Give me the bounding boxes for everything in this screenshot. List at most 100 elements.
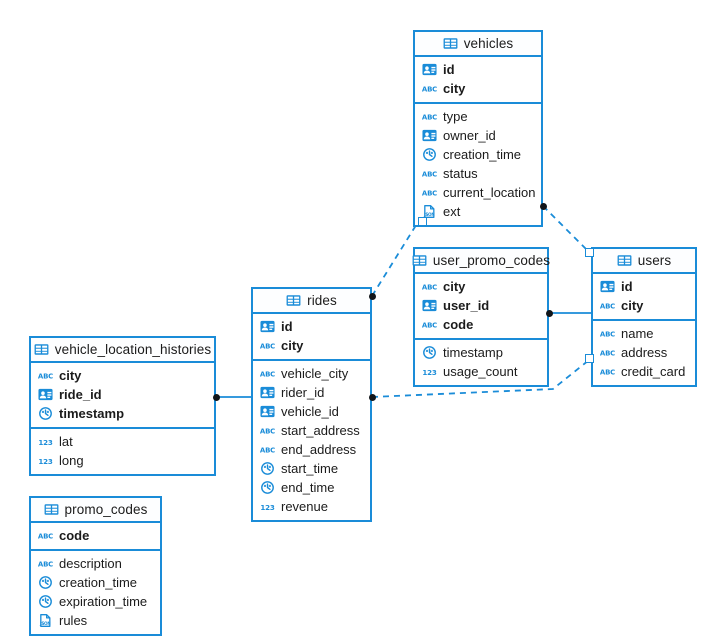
svg-text:ABC: ABC [260,428,275,436]
relationship-endpoint-dot-vehicles-to-users [539,202,547,210]
relationship-line-vehicles-to-users[interactable] [542,205,590,253]
svg-text:123: 123 [260,503,275,512]
field-label: id [443,62,455,77]
table-icon [443,38,458,49]
field-label: city [621,298,644,313]
column-row-end_time[interactable]: end_time [253,478,370,497]
column-row-creation_time[interactable]: creation_time [31,573,160,592]
column-row-owner_id[interactable]: owner_id [415,126,541,145]
field-label: end_address [281,442,357,457]
table-header-promo_codes[interactable]: promo_codes [31,498,160,523]
column-row-vehicle_id[interactable]: vehicle_id [253,402,370,421]
field-label: start_address [281,423,360,438]
table-header-vehicles[interactable]: vehicles [415,32,541,57]
primary-key-row-timestamp[interactable]: timestamp [31,404,214,423]
svg-text:ABC: ABC [600,303,615,311]
primary-key-row-city[interactable]: ABC city [415,79,541,98]
column-row-creation_time[interactable]: creation_time [415,145,541,164]
primary-key-row-city[interactable]: ABC city [593,296,695,315]
table-icon [617,255,632,266]
timestamp-field-icon [261,462,274,475]
string-field-icon: ABC [422,171,437,179]
field-label: description [59,556,122,571]
column-row-rider_id[interactable]: rider_id [253,383,370,402]
table-header-rides[interactable]: rides [253,289,370,314]
string-field-icon: ABC [260,428,275,436]
uuid-field-icon [422,129,437,142]
relationship-endpoint-square-rides-to-users [585,354,594,363]
svg-text:123: 123 [38,457,53,466]
field-label: current_location [443,185,536,200]
number-field-icon: 123 [38,457,53,466]
table-header-user_promo_codes[interactable]: user_promo_codes [412,249,551,274]
string-field-icon: ABC [260,447,275,455]
column-row-status[interactable]: ABC status [415,164,541,183]
primary-key-row-id[interactable]: id [415,60,541,79]
table-header-users[interactable]: users [593,249,695,274]
table-name: user_promo_codes [432,253,551,268]
field-label: timestamp [443,345,503,360]
field-label: timestamp [59,406,125,421]
string-field-icon: ABC [38,561,53,569]
field-label: rules [59,613,88,628]
uuid-field-icon [422,63,437,76]
relationship-endpoint-dot-rides-to-users [368,393,376,401]
primary-key-row-code[interactable]: ABC code [31,526,160,545]
primary-key-row-ride_id[interactable]: ride_id [31,385,214,404]
field-label: creation_time [443,147,522,162]
string-field-icon: ABC [422,284,437,292]
relationship-endpoint-dot-user-promo-codes-to-users [545,309,553,317]
svg-text:ABC: ABC [422,86,437,94]
field-label: creation_time [59,575,138,590]
primary-key-row-id[interactable]: id [253,317,370,336]
column-row-end_address[interactable]: ABC end_address [253,440,370,459]
field-label: status [443,166,478,181]
table-name: promo_codes [64,502,148,517]
svg-text:ABC: ABC [38,533,53,541]
column-row-description[interactable]: ABC description [31,554,160,573]
field-label: code [59,528,90,543]
field-label: city [443,81,466,96]
string-field-icon: ABC [600,369,615,377]
column-row-start_address[interactable]: ABC start_address [253,421,370,440]
primary-key-row-id[interactable]: id [593,277,695,296]
svg-text:ABC: ABC [600,369,615,377]
svg-text:ABC: ABC [422,171,437,179]
table-name: vehicles [463,36,514,51]
table-name: rides [307,293,337,308]
number-field-icon: 123 [422,368,437,377]
field-label: expiration_time [59,594,148,609]
primary-key-row-user_id[interactable]: user_id [415,296,547,315]
column-row-expiration_time[interactable]: expiration_time [31,592,160,611]
column-row-start_time[interactable]: start_time [253,459,370,478]
timestamp-field-icon [39,576,52,589]
table-header-vehicle_location_histories[interactable]: vehicle_location_histories [31,338,214,363]
column-row-timestamp[interactable]: timestamp [415,343,547,362]
